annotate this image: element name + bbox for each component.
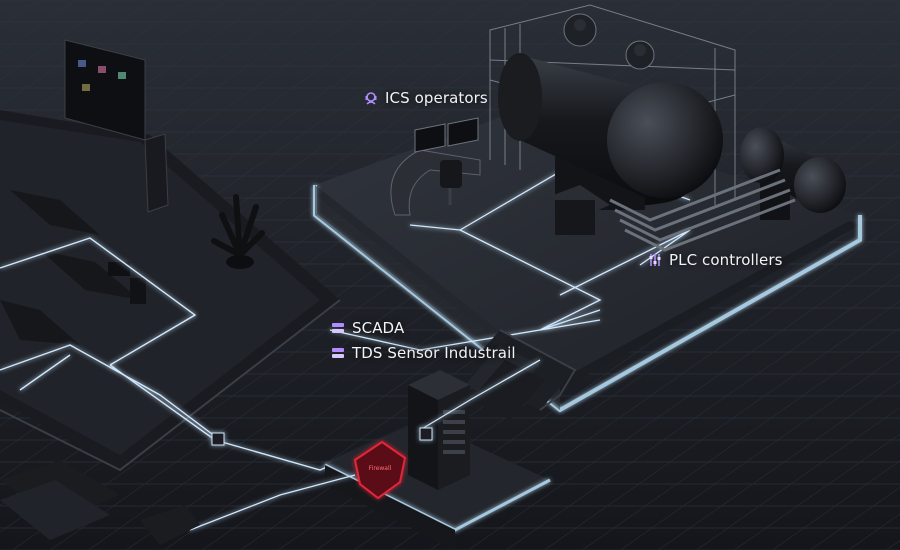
pipes — [609, 168, 796, 252]
scada-text: SCADA — [352, 319, 405, 337]
sliders-controller-icon — [647, 252, 663, 268]
plc-controllers-label: PLC controllers — [647, 251, 783, 269]
office-platform — [0, 39, 341, 472]
ics-operators-label: ICS operators — [363, 89, 488, 107]
stairs — [465, 329, 577, 420]
firewall-shield-icon: Firewall — [353, 440, 407, 500]
firewall-badge-label: Firewall — [369, 465, 392, 472]
pump-unit — [540, 185, 610, 235]
network-node — [419, 427, 433, 441]
storage-tank-small — [740, 127, 846, 220]
network-node — [211, 432, 225, 446]
server-stack-icon — [330, 320, 346, 336]
operator-console — [390, 117, 481, 216]
network-lines-firewall — [189, 359, 541, 531]
plc-controllers-text: PLC controllers — [669, 251, 783, 269]
server-stack-icon — [330, 345, 346, 361]
headset-operator-icon — [363, 90, 379, 106]
tds-sensor-text: TDS Sensor Industrail — [352, 344, 516, 362]
scada-label: SCADA — [330, 319, 404, 337]
server-rack — [408, 370, 470, 490]
lower-stairs — [0, 460, 200, 545]
ics-operators-text: ICS operators — [385, 89, 488, 107]
tds-sensor-label: TDS Sensor Industrail — [330, 344, 516, 362]
